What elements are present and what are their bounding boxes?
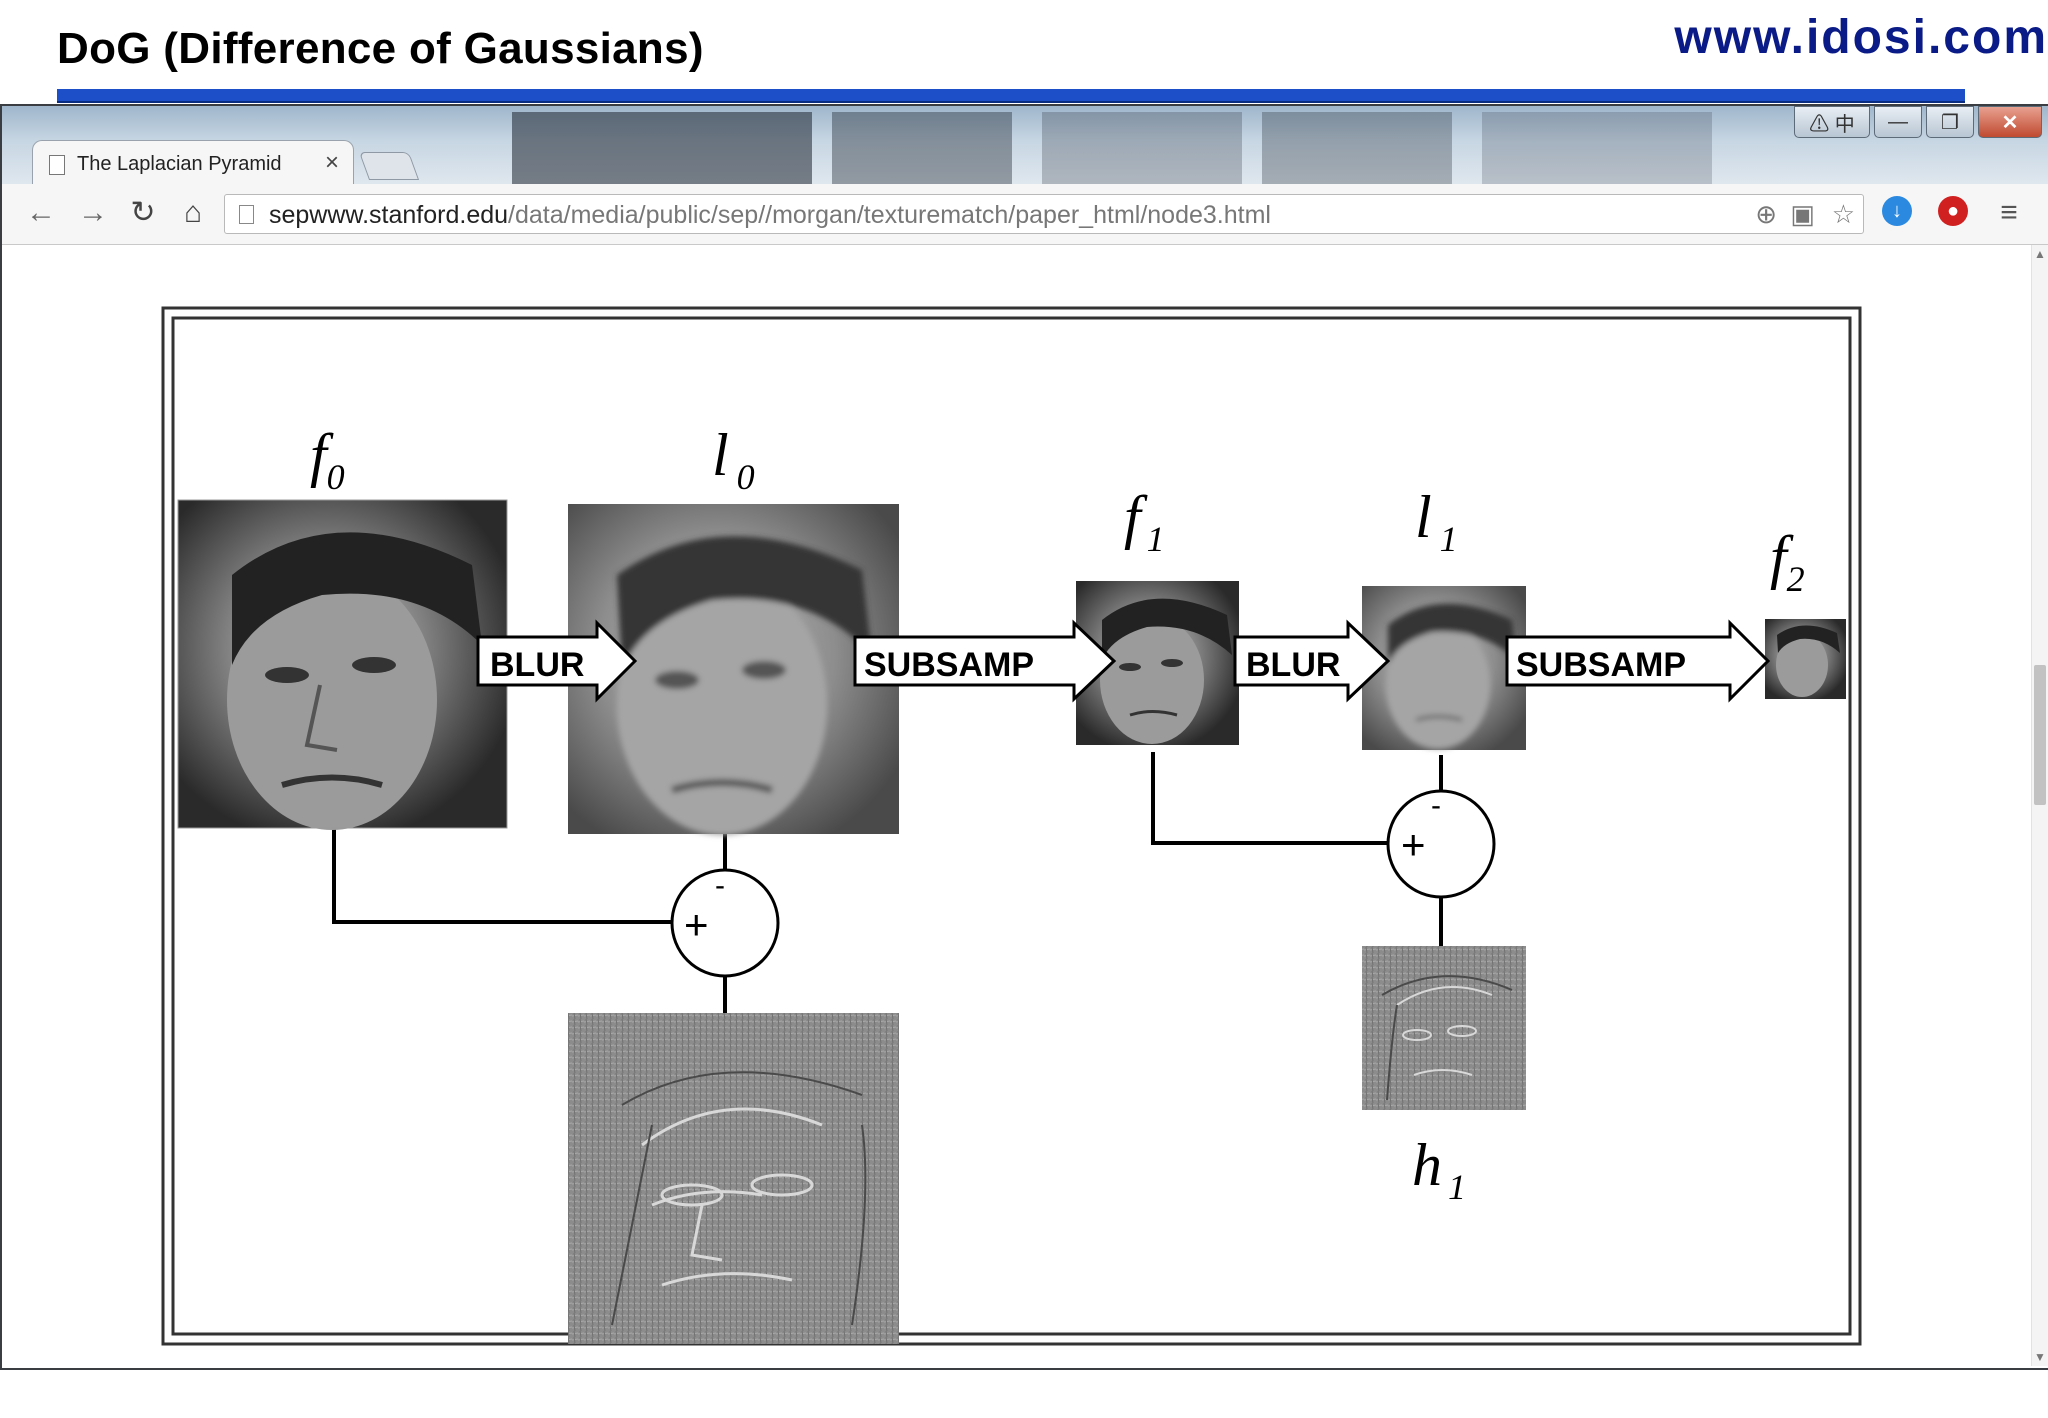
image-l0 (568, 504, 899, 835)
vertical-scrollbar[interactable]: ▲ ▼ (2031, 245, 2048, 1366)
tab-laplacian-pyramid[interactable]: The Laplacian Pyramid × (32, 140, 354, 186)
window-controls: ⚠ 中 — ❐ ✕ (1794, 106, 2042, 138)
adblock-extension-icon[interactable]: ● (1938, 196, 1968, 226)
scroll-down-arrow[interactable]: ▼ (2034, 1350, 2046, 1364)
url-text[interactable]: sepwww.stanford.edu/data/media/public/se… (269, 201, 1271, 230)
home-icon[interactable]: ⌂ (183, 196, 203, 229)
blur-label-0: BLUR (490, 646, 584, 684)
figure-inner-border (171, 316, 1852, 1336)
variable-labels: f0 l0 f1 l1 f2 h0 h1 (310, 422, 1805, 1366)
minimize-button[interactable]: — (1874, 106, 1922, 138)
browser-window: ⚠ 中 — ❐ ✕ The Laplacian Pyramid × ← → ↻ … (0, 104, 2048, 1370)
minus-sign-0: - (715, 869, 725, 902)
blur-label-1: BLUR (1246, 646, 1340, 684)
scroll-thumb[interactable] (2034, 665, 2046, 805)
background-decoration (512, 112, 812, 184)
address-bar[interactable]: sepwww.stanford.edu/data/media/public/se… (224, 194, 1864, 234)
image-h0 (568, 1013, 899, 1344)
arrow-blur-0: BLUR (476, 619, 638, 703)
reload-icon[interactable]: ↻ (130, 196, 156, 229)
subsamp-label-1: SUBSAMP (1516, 646, 1686, 684)
ime-warning-button[interactable]: ⚠ 中 (1794, 106, 1870, 138)
image-h1 (1362, 946, 1526, 1110)
figure-outer-border (161, 306, 1862, 1346)
background-decoration (1042, 112, 1242, 184)
toolbar: ← → ↻ ⌂ sepwww.stanford.edu/data/media/p… (2, 184, 2048, 245)
back-icon[interactable]: ← (26, 196, 56, 229)
minus-sign-1: - (1431, 789, 1441, 822)
menu-icon[interactable]: ≡ (2000, 196, 2018, 229)
forward-icon[interactable]: → (78, 196, 108, 229)
sum-junction-1: + - (1386, 789, 1496, 899)
tab-title: The Laplacian Pyramid (77, 153, 282, 175)
header-rule (57, 89, 1965, 103)
connector-lines (332, 752, 1443, 1015)
background-decoration (832, 112, 1012, 184)
close-window-button[interactable]: ✕ (1978, 106, 2042, 138)
maximize-button[interactable]: ❐ (1926, 106, 1974, 138)
new-tab-button[interactable] (358, 152, 420, 180)
arrow-subsamp-0: SUBSAMP (853, 619, 1117, 703)
bookmark-star-icon[interactable]: ☆ (1831, 199, 1855, 229)
label-f0: f0 (310, 422, 345, 497)
plus-sign-0: + (684, 901, 709, 948)
connector-f0-to-sum (332, 828, 672, 924)
label-f2: f2 (1770, 524, 1805, 599)
page-info-icon (239, 205, 254, 224)
scroll-up-arrow[interactable]: ▲ (2034, 247, 2046, 261)
image-f2 (1765, 619, 1846, 699)
background-decoration (1262, 112, 1452, 184)
image-f0 (177, 499, 508, 830)
page-icon (49, 155, 65, 175)
url-path: /data/media/public/sep//morgan/texturema… (508, 201, 1271, 229)
arrow-subsamp-1: SUBSAMP (1505, 619, 1771, 703)
zoom-icon[interactable]: ⊕ (1755, 199, 1777, 229)
plus-sign-1: + (1401, 821, 1426, 868)
subsamp-label-0: SUBSAMP (864, 646, 1034, 684)
url-host: sepwww.stanford.edu (269, 201, 509, 229)
title-bar: ⚠ 中 — ❐ ✕ The Laplacian Pyramid × (2, 106, 2048, 186)
arrow-blur-1: BLUR (1233, 619, 1391, 703)
translate-icon[interactable]: ▣ (1790, 199, 1815, 229)
page-content: BLUR SUBSAMP BLUR SUBSAMP + - (2, 245, 2032, 1366)
download-extension-icon[interactable]: ↓ (1882, 196, 1912, 226)
label-h0: h0 (708, 1362, 760, 1366)
laplacian-pyramid-diagram: BLUR SUBSAMP BLUR SUBSAMP + - (161, 306, 1862, 1366)
slide-title: DoG (Difference of Gaussians) (57, 24, 704, 73)
image-l1 (1362, 586, 1526, 750)
site-watermark: www.idosi.com (1674, 11, 2048, 64)
sum-junction-0: + - (670, 868, 780, 978)
background-decoration (1482, 112, 1712, 184)
tab-close-icon[interactable]: × (324, 149, 339, 176)
connector-f1-to-sum (1151, 752, 1389, 845)
